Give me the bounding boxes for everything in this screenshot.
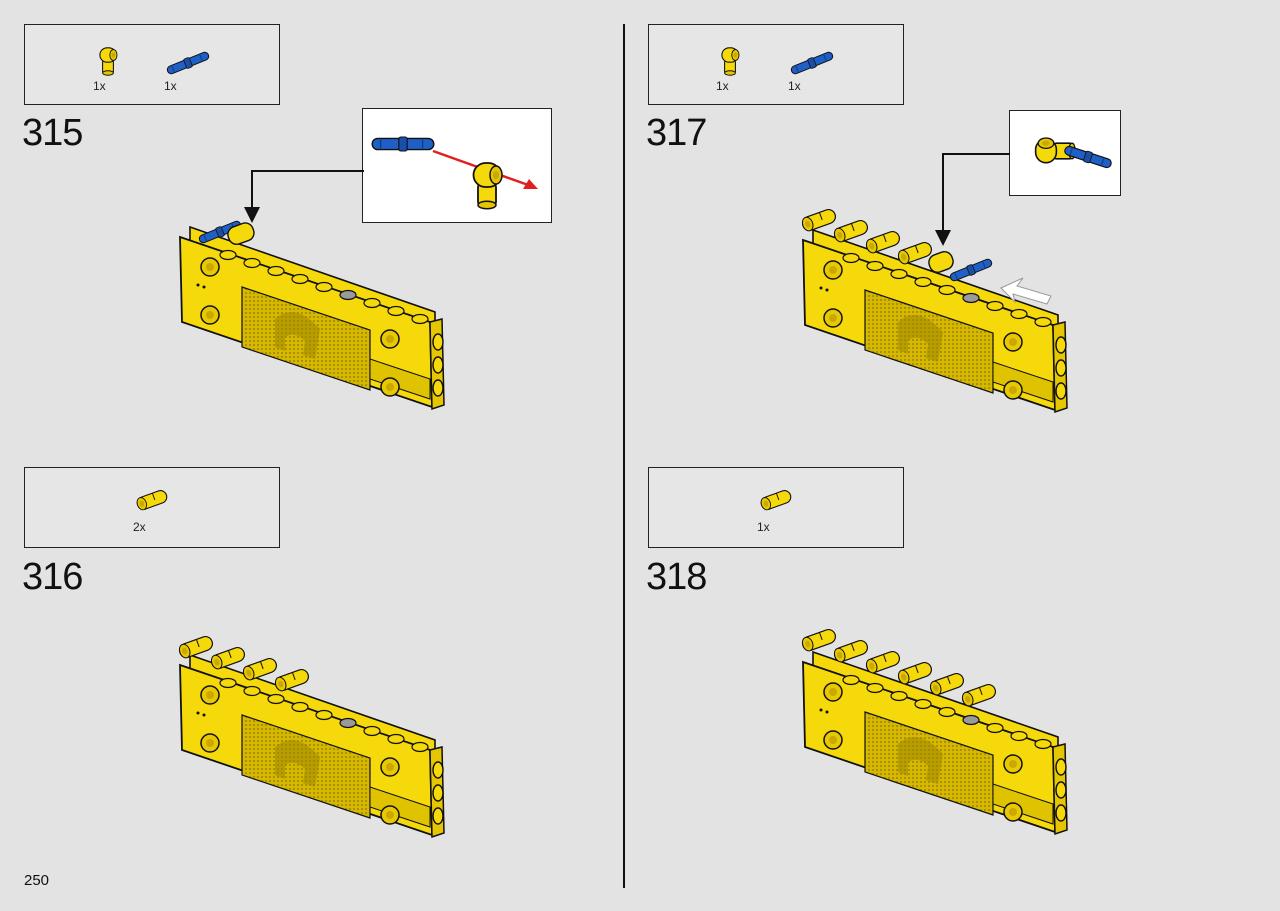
white-push-arrow — [1000, 277, 1052, 305]
step-316-assembly — [177, 634, 445, 838]
part-qty: 1x — [164, 79, 177, 93]
blue-axle-pin-icon — [165, 49, 211, 77]
page-number: 250 — [24, 872, 50, 889]
step-number: 316 — [22, 556, 83, 598]
part-qty: 1x — [757, 520, 770, 534]
step-317-arrow — [935, 153, 1010, 246]
yellow-axle-connector-icon — [99, 47, 118, 76]
step-315-assembly — [179, 218, 445, 410]
step-number: 318 — [646, 556, 707, 598]
step-315-arrow — [244, 170, 364, 223]
part-qty: 1x — [93, 79, 106, 93]
callout-illustration — [1034, 129, 1117, 185]
parts-box-318: 1x — [648, 467, 904, 548]
yellow-axle-connector-icon — [721, 47, 740, 76]
part-qty: 1x — [716, 79, 729, 93]
callout-315 — [362, 108, 552, 223]
step-317-assembly — [800, 207, 1068, 413]
blue-axle-pin-icon — [789, 49, 835, 77]
callout-illustration — [366, 114, 538, 210]
parts-box-315: 1x 1x — [24, 24, 280, 105]
part-qty: 1x — [788, 79, 801, 93]
step-number: 315 — [22, 112, 83, 154]
part-qty: 2x — [133, 520, 146, 534]
step-318-assembly — [800, 627, 1068, 835]
parts-box-317: 1x 1x — [648, 24, 904, 105]
callout-317 — [1009, 110, 1121, 196]
yellow-pin-connector-icon — [134, 488, 170, 512]
step-number: 317 — [646, 112, 707, 154]
page-divider — [623, 24, 625, 888]
parts-box-316: 2x — [24, 467, 280, 548]
yellow-pin-connector-icon — [758, 488, 794, 512]
